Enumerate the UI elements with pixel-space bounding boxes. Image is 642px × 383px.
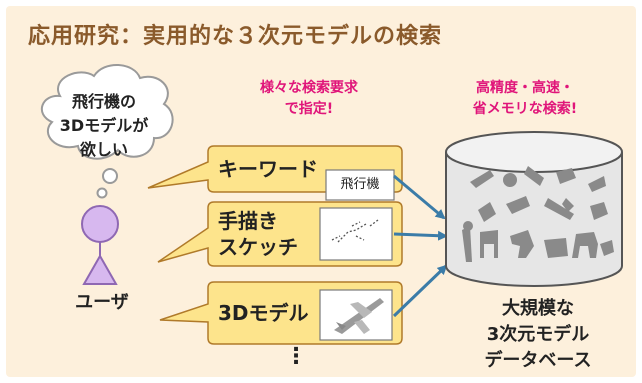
database-label-line: データベース bbox=[484, 350, 592, 371]
keyword-field bbox=[325, 169, 395, 201]
thought-line: 3Dモデルが bbox=[59, 116, 149, 135]
diagram-title: 応用研究：実用的な３次元モデルの検索 bbox=[28, 24, 443, 49]
query-label-keyword: キーワード bbox=[218, 157, 318, 181]
person-head bbox=[81, 205, 119, 243]
arrow-keyword-to-db bbox=[393, 174, 446, 220]
query-label-3dmodel: 3Dモデル bbox=[218, 301, 309, 325]
keyword-text: 飛行機 bbox=[340, 177, 380, 192]
query-label-line: 手描き bbox=[218, 209, 278, 233]
user-label: ユーザ bbox=[75, 292, 129, 313]
database-label-line: 3次元モデル bbox=[486, 324, 590, 345]
arrow-sketch-to-db bbox=[393, 230, 448, 241]
caption-line: 高精度・高速・ bbox=[476, 80, 574, 96]
airplane-icon bbox=[334, 298, 384, 334]
caption-line: 省メモリな検索! bbox=[472, 101, 578, 117]
thought-text: 飛行機の 3Dモデルが 欲しい bbox=[44, 90, 164, 162]
query-label-line: スケッチ bbox=[218, 235, 298, 259]
database-label-line: 大規模な bbox=[502, 298, 574, 319]
thought-line: 飛行機の bbox=[71, 92, 136, 111]
airplane-thumbnail bbox=[319, 289, 393, 341]
database-label: 大規模な 3次元モデル データベース bbox=[458, 296, 618, 374]
person-body bbox=[82, 253, 118, 285]
model-thumbnails bbox=[462, 166, 614, 262]
caption-line: 様々な検索要求 bbox=[260, 80, 358, 96]
thought-dot bbox=[102, 168, 118, 184]
queries-caption: 様々な検索要求 で指定! bbox=[224, 78, 394, 120]
sketch-thumbnail bbox=[319, 207, 393, 261]
arrow-3dmodel-to-db bbox=[392, 264, 448, 318]
thought-cloud bbox=[40, 63, 174, 199]
goals-caption: 高精度・高速・ 省メモリな検索! bbox=[440, 78, 610, 120]
caption-line: で指定! bbox=[284, 101, 334, 117]
query-label-sketch: 手描き スケッチ bbox=[218, 208, 298, 260]
database-cylinder bbox=[445, 131, 623, 287]
thought-line: 欲しい bbox=[79, 140, 128, 159]
person-figure bbox=[81, 205, 119, 285]
thought-dot bbox=[96, 187, 108, 199]
ellipsis: ⋮ bbox=[285, 344, 307, 369]
